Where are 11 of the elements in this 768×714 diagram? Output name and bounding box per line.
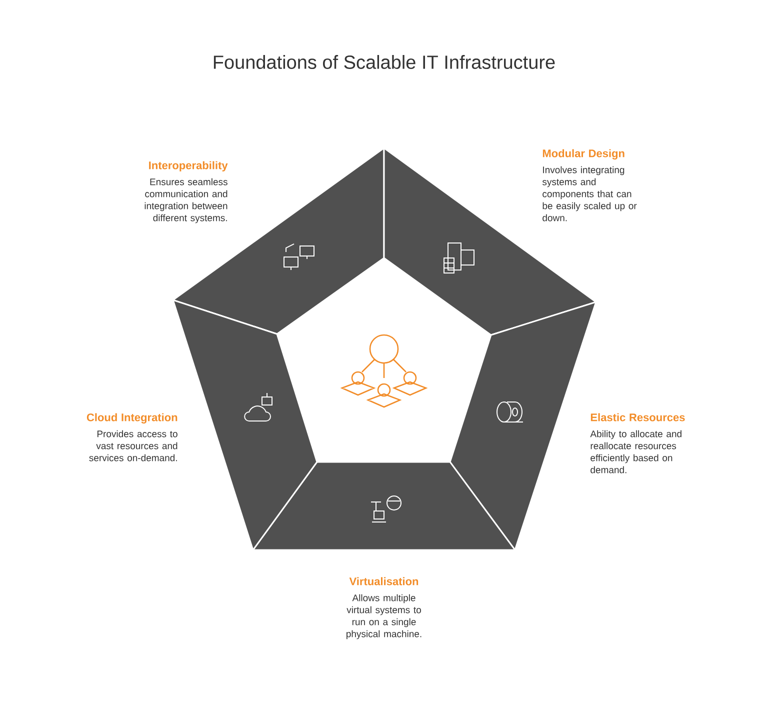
segment-heading: Virtualisation [349,577,418,586]
segment-description: Ability to allocate and reallocate resources efficiently based on demand. [590,430,682,474]
title: Foundations of Scalable IT Infrastructure [214,55,555,69]
segment-heading: Cloud Integration [86,413,178,424]
segment-description: Ensures seamless communication and integration between different systems. [144,178,228,224]
segment-heading: Modular Design [542,149,624,160]
segment-description: Allows multiple virtual systems to run on a single physical machine. [346,594,422,640]
segment-heading: Interoperability [149,161,228,172]
segment-heading: Elastic Resources [590,413,685,422]
segment-description: Provides access to vast resources and services on-demand. [89,430,178,462]
segment-description: Involves integrating systems and components that can be easily scaled up or down. [542,166,637,222]
